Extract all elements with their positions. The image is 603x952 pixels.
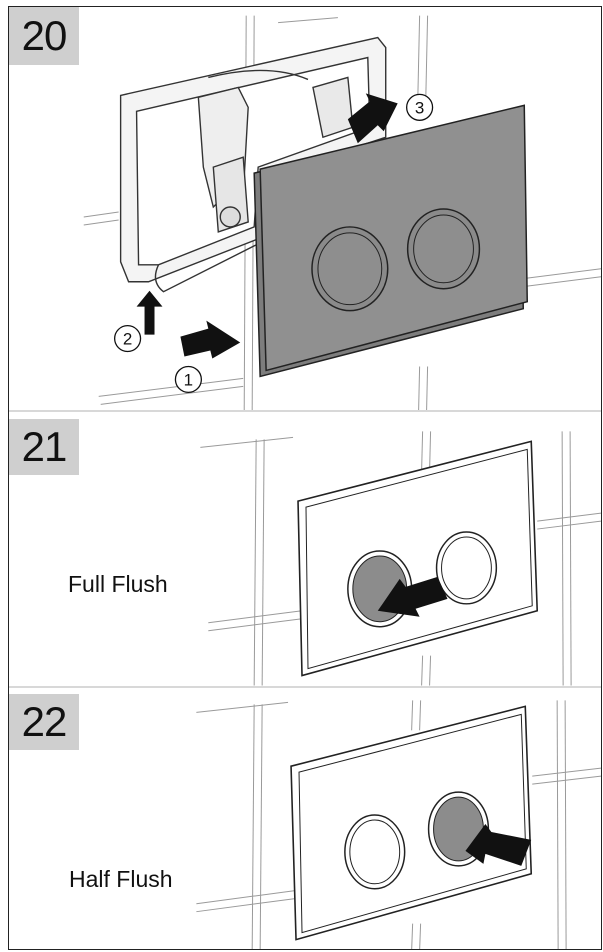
actuator-frame	[119, 36, 387, 293]
step-20-illustration: 1 2 3	[83, 15, 601, 411]
callouts	[113, 93, 434, 394]
flush-plate	[297, 440, 539, 677]
step-21-illustration	[200, 431, 601, 686]
arrow-icon	[377, 576, 448, 617]
callout-1: 1	[184, 370, 193, 389]
arrow-icon	[136, 93, 398, 359]
step-number: 22	[9, 694, 79, 750]
caption: Full Flush	[68, 571, 168, 597]
caption: Half Flush	[69, 866, 173, 892]
divider	[9, 410, 601, 412]
step-number: 21	[9, 419, 79, 475]
flush-plate	[290, 705, 533, 941]
callout-2: 2	[123, 330, 132, 349]
instruction-page: 1 2 3 20	[8, 6, 602, 950]
step-number: 20	[9, 7, 79, 65]
step-22-panel: 22 Half Flush	[9, 686, 601, 949]
divider	[9, 686, 601, 688]
arrow-icon	[465, 823, 532, 866]
step-22-illustration	[196, 700, 601, 949]
step-21-panel: 21 Full Flush	[9, 411, 601, 686]
step-20-panel: 1 2 3 20	[9, 7, 601, 411]
flush-plate	[253, 104, 529, 378]
wall-tiles	[196, 700, 601, 949]
wall-tiles	[200, 431, 601, 686]
callout-3: 3	[415, 98, 424, 117]
